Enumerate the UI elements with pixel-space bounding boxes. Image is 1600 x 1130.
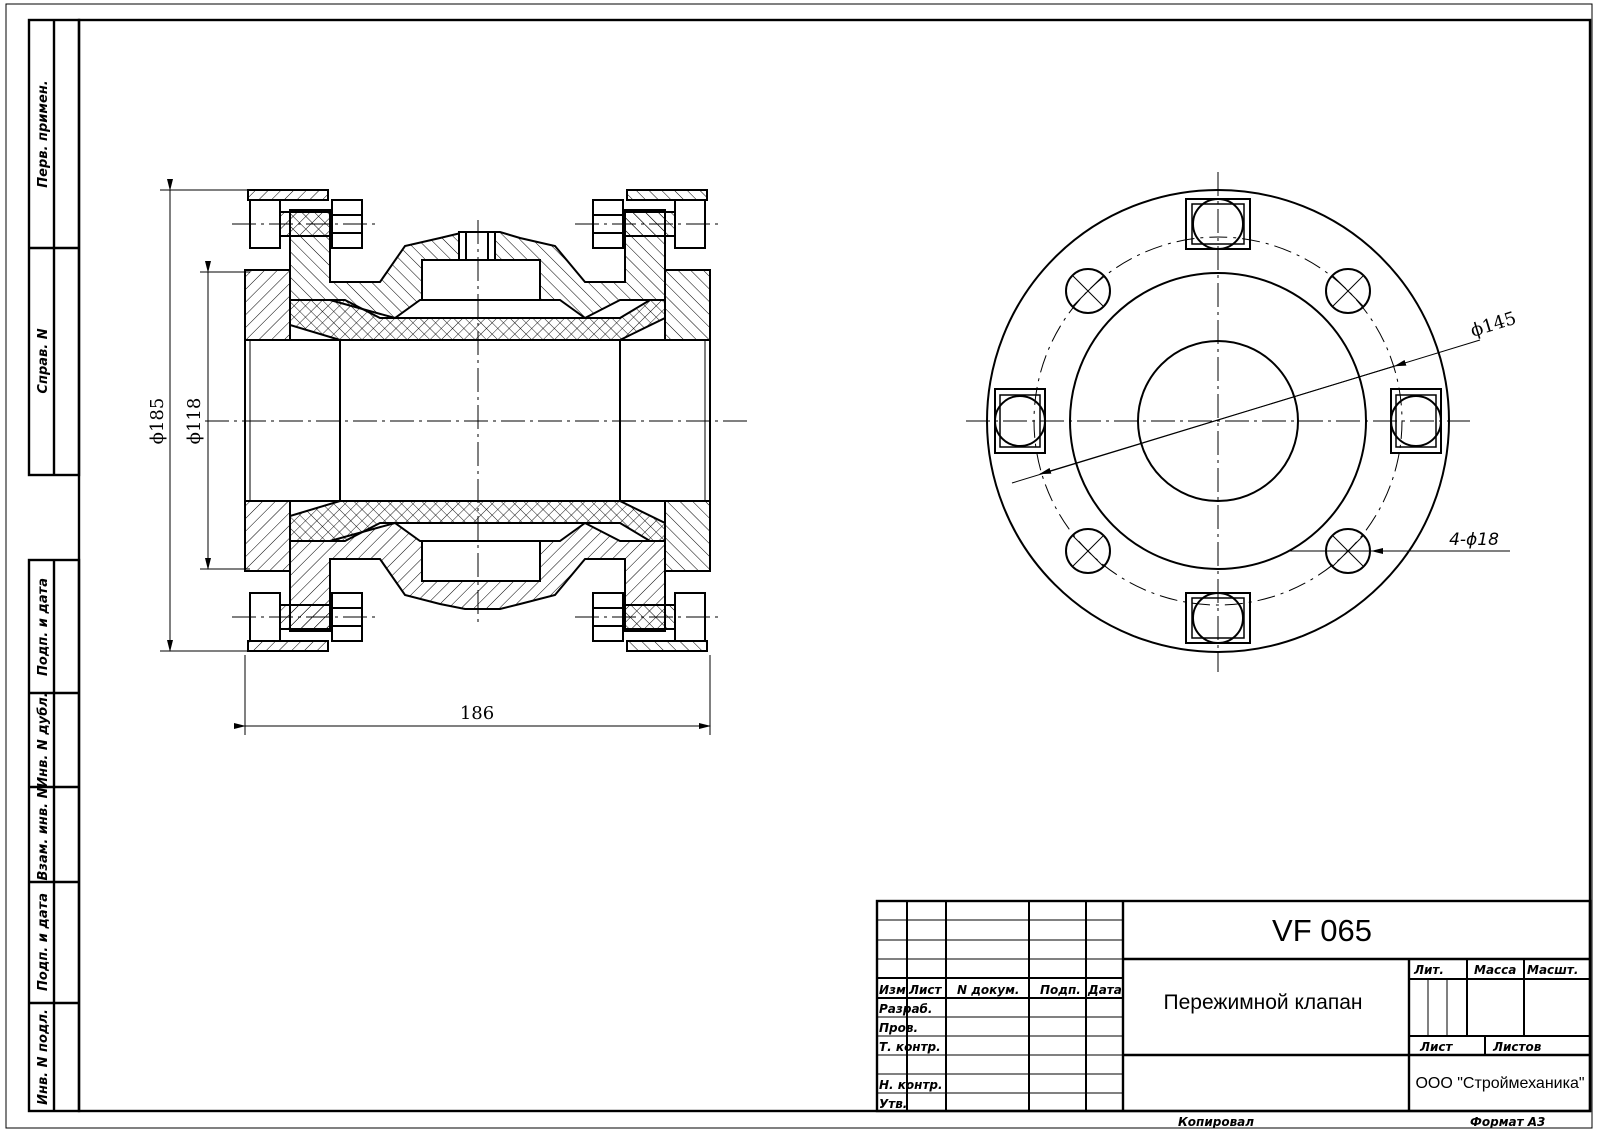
- col-n-dokum: N докум.: [957, 983, 1020, 997]
- side-label-podp-data: Подп. и дата: [36, 578, 51, 676]
- side-label-vzam-inv: Взам. инв. N: [36, 787, 51, 880]
- title-block: [875, 899, 1592, 1113]
- end-view: [966, 172, 1510, 672]
- col-data: Дата: [1087, 983, 1122, 997]
- left-flange-bottom: [244, 500, 291, 572]
- dim-bore-diameter: ϕ118: [184, 398, 205, 445]
- row-prov: Пров.: [879, 1021, 918, 1035]
- col-list: Лист: [908, 983, 942, 997]
- right-flange: [664, 269, 711, 341]
- side-label-podp-data-2: Подп. и дата: [36, 893, 51, 991]
- footer-kopiroval: Копировал: [1178, 1115, 1254, 1129]
- side-label-sprav-n: Справ. N: [36, 328, 51, 393]
- row-razrab: Разраб.: [879, 1002, 933, 1016]
- col-podp: Подп.: [1040, 983, 1081, 997]
- dim-bolt-circle: ϕ145: [1468, 308, 1519, 342]
- designation: VF 065: [1272, 913, 1372, 948]
- left-flange: [244, 269, 291, 341]
- hole-top-right: [1325, 268, 1371, 314]
- bolt-head-bottom: [1185, 592, 1251, 644]
- dim-holes: 4-ϕ18: [1449, 530, 1499, 550]
- side-stamp: [27, 18, 81, 1113]
- label-massa: Масса: [1474, 963, 1516, 977]
- rubber-sleeve-top: [289, 299, 666, 341]
- bolt-head-top: [1185, 198, 1251, 250]
- dim-outer-diameter: ϕ185: [147, 398, 168, 445]
- footer-format: Формат А3: [1470, 1115, 1545, 1129]
- outer-frame: [5, 3, 1593, 1129]
- hole-top-left: [1065, 268, 1111, 314]
- right-flange-bottom: [664, 500, 711, 572]
- label-listov: Листов: [1492, 1040, 1542, 1054]
- hole-bottom-left: [1065, 528, 1111, 574]
- product-name: Пережимной клапан: [1164, 991, 1363, 1014]
- dim-length: 186: [460, 703, 494, 724]
- section-centerlines: [205, 220, 750, 625]
- side-label-inv-dubl: Инв. N дубл.: [36, 692, 51, 787]
- section-view: [205, 189, 750, 652]
- side-label-inv-podl: Инв. N подл.: [36, 1009, 51, 1105]
- label-lit: Лит.: [1413, 963, 1444, 977]
- row-n-kontr: Н. контр.: [879, 1078, 943, 1092]
- row-utv: Утв.: [879, 1097, 907, 1111]
- label-masshtab: Масшт.: [1527, 963, 1578, 977]
- label-list: Лист: [1419, 1040, 1453, 1054]
- organization: ООО "Строймеханика": [1415, 1075, 1584, 1092]
- side-label-perv-primen: Перв. примен.: [36, 80, 51, 187]
- col-izm: Изм: [879, 983, 906, 997]
- section-dimensions: [160, 179, 711, 735]
- row-t-kontr: Т. контр.: [879, 1040, 941, 1054]
